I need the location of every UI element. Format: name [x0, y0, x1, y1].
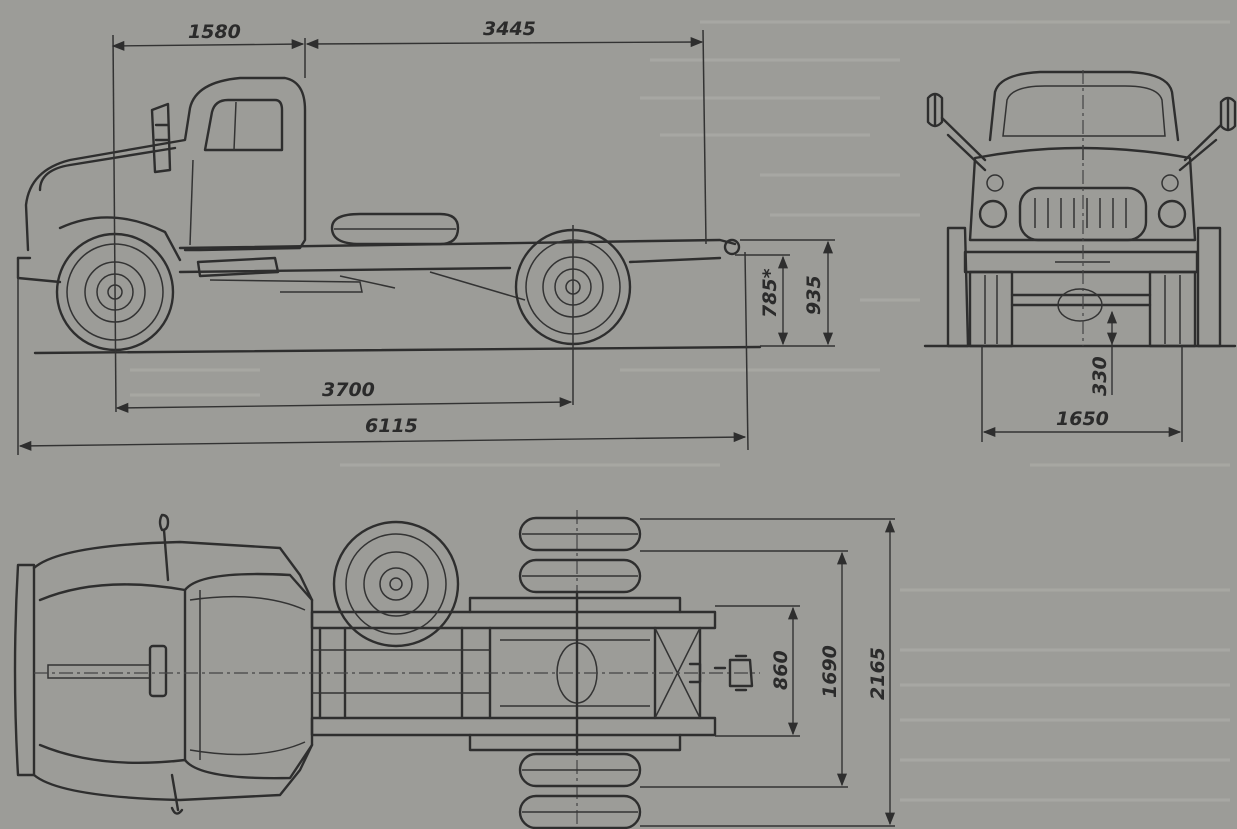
dim-1690: 1690 — [819, 551, 848, 787]
ground-line-side — [33, 345, 762, 355]
dim-3445-label: 3445 — [483, 18, 536, 40]
dim-1580: 1580 — [111, 21, 305, 51]
front-wheels-left — [946, 226, 1014, 348]
side-view: 1580 3445 3700 6115 785* 935 — [16, 18, 835, 455]
dim-785: 785* — [759, 255, 789, 346]
dim-3445: 3445 — [305, 18, 704, 49]
dim-330: 330 — [1089, 310, 1118, 396]
dim-860-label: 860 — [770, 650, 792, 690]
spare-wheel-side — [330, 212, 460, 246]
dim-1650-label: 1650 — [1056, 408, 1109, 430]
headlight-left — [978, 199, 1008, 229]
frame-top — [310, 596, 717, 752]
dim-330-label: 330 — [1089, 356, 1111, 396]
hood — [24, 76, 307, 252]
dim-6115-label: 6115 — [365, 415, 418, 437]
mirror-right — [1219, 96, 1237, 132]
dim-3700-label: 3700 — [322, 379, 375, 401]
dim-935-label: 935 — [803, 275, 825, 315]
cab-front — [988, 70, 1180, 142]
front-view: 330 1650 — [923, 70, 1237, 442]
front-wheels-right — [1148, 226, 1222, 348]
dim-860: 860 — [770, 606, 799, 736]
spare-wheel-top — [332, 520, 460, 648]
dim-6115: 6115 — [18, 415, 747, 451]
rear-dual-wheels-top — [518, 516, 642, 829]
dim-2165-label: 2165 — [867, 647, 889, 700]
background-text-ghost — [130, 20, 1230, 802]
dim-1690-label: 1690 — [819, 645, 841, 698]
dim-3700: 3700 — [115, 379, 573, 413]
mirror-left — [926, 92, 944, 128]
top-view: 860 1690 2165 — [13, 510, 896, 829]
cab-window — [203, 98, 284, 152]
dim-785-label: 785* — [759, 268, 781, 318]
dim-1650: 1650 — [982, 408, 1182, 438]
top-bumper — [13, 563, 36, 777]
headlight-right — [1157, 199, 1187, 229]
dim-2165: 2165 — [867, 519, 896, 826]
dim-1580-label: 1580 — [188, 21, 241, 43]
dim-935: 935 — [803, 240, 834, 346]
frame-rail — [16, 238, 737, 274]
